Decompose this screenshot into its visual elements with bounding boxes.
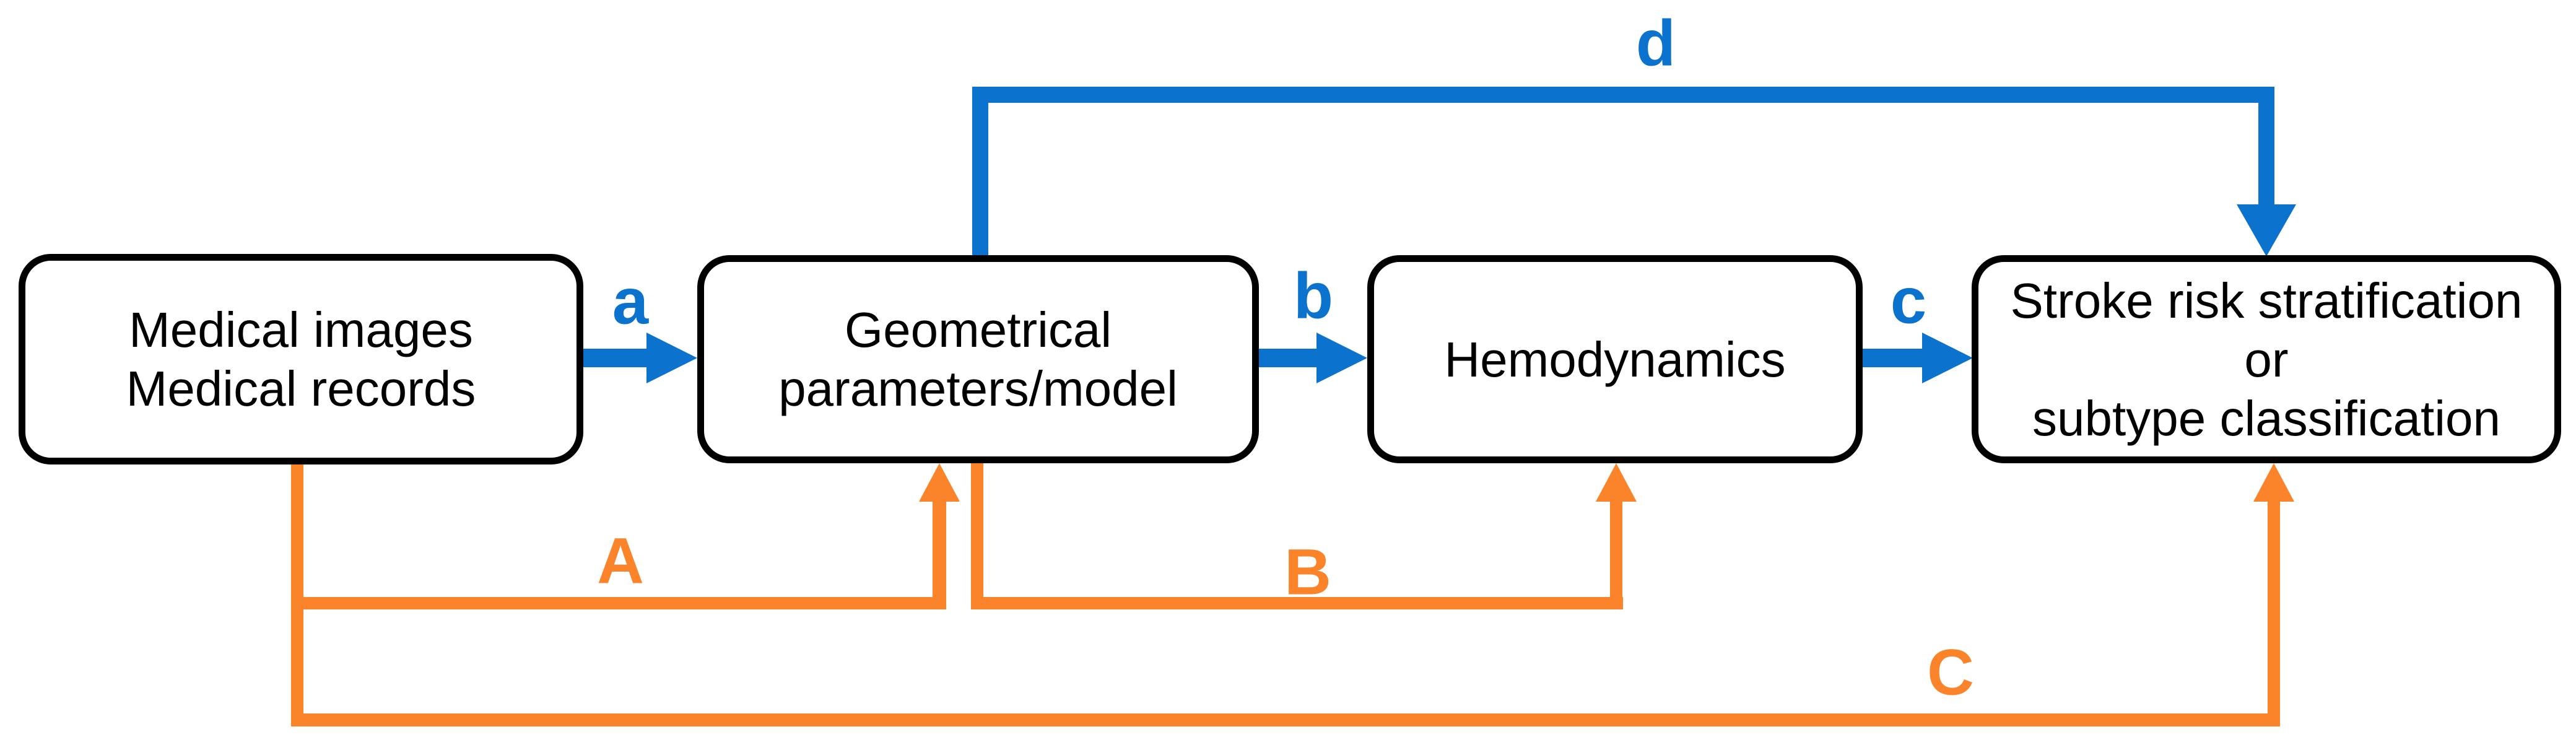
node-stroke-outcome: Stroke risk stratification or subtype cl…: [1972, 255, 2561, 463]
arrow-b-shaft: [1258, 349, 1316, 367]
arrow-a-head-icon: [646, 333, 697, 383]
arrow-b-head-icon: [1316, 333, 1367, 383]
arrow-d-label: d: [1635, 7, 1676, 80]
node-geometrical-line: parameters/model: [778, 361, 1178, 416]
arrow-A-head-icon: [919, 463, 960, 502]
arrow-d-vertical-from-geometrical: [972, 87, 988, 255]
node-hemodynamics: Hemodynamics: [1367, 255, 1863, 463]
arrow-A-vertical-to-geometrical: [933, 499, 946, 609]
arrow-B-vertical-from-geometrical: [971, 463, 983, 609]
arrow-a-label: a: [612, 265, 649, 338]
arrow-B-vertical-to-hemodynamics: [1610, 499, 1622, 609]
node-stroke-outcome-line: or: [2244, 331, 2289, 387]
arrow-c-shaft: [1862, 349, 1922, 367]
arrow-ac-vertical-from-medical-data: [291, 463, 303, 726]
arrow-a-shaft: [583, 349, 646, 367]
node-stroke-outcome-line: subtype classification: [2032, 390, 2500, 446]
arrow-C-vertical-to-outcome: [2268, 499, 2280, 726]
node-hemodynamics-line: Hemodynamics: [1444, 331, 1786, 387]
arrow-c-head-icon: [1922, 333, 1973, 383]
arrow-b-label: b: [1293, 259, 1334, 333]
node-geometrical: Geometrical parameters/model: [697, 255, 1259, 463]
arrow-C-label: C: [1927, 636, 1974, 709]
arrow-d-horizontal: [972, 87, 2274, 103]
arrow-C-horizontal: [291, 713, 2280, 726]
node-stroke-outcome-line: Stroke risk stratification: [2010, 273, 2523, 328]
arrow-A-horizontal: [291, 597, 946, 609]
node-geometrical-line: Geometrical: [844, 302, 1112, 357]
arrow-c-label: c: [1890, 264, 1927, 338]
arrow-d-head-icon: [2237, 204, 2296, 256]
arrow-C-head-icon: [2253, 463, 2294, 502]
node-medical-data-line: Medical images: [129, 302, 473, 357]
arrow-B-label: B: [1284, 536, 1331, 609]
arrow-B-horizontal: [971, 597, 1623, 609]
arrow-d-vertical-to-outcome: [2258, 87, 2274, 206]
node-medical-data: Medical images Medical records: [19, 254, 583, 464]
arrow-A-label: A: [597, 525, 644, 598]
node-medical-data-line: Medical records: [126, 361, 476, 416]
arrow-B-head-icon: [1596, 463, 1637, 502]
